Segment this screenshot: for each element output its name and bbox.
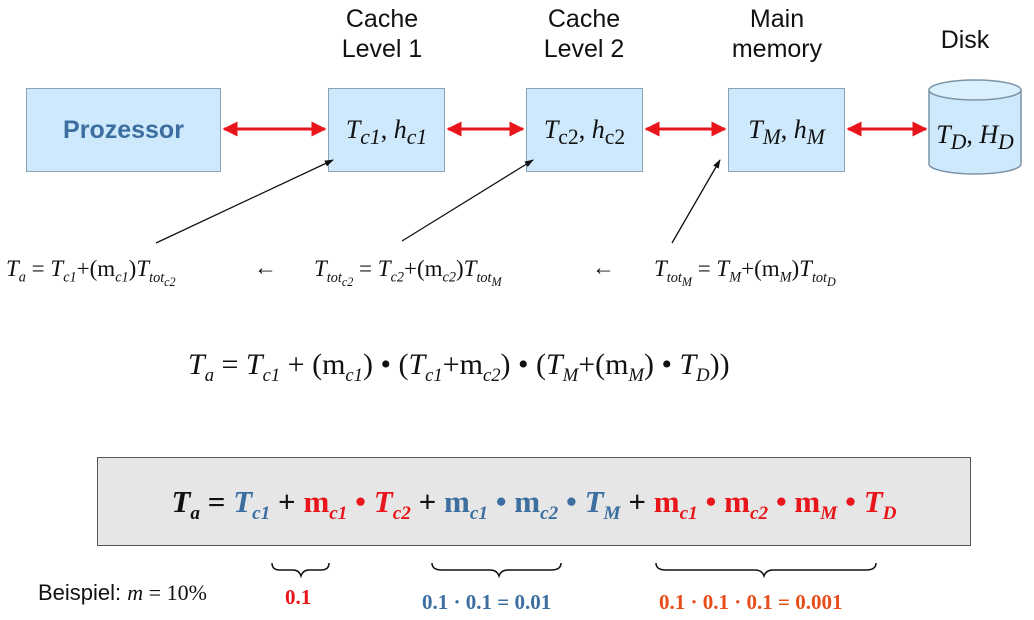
brace-term-3: [431, 562, 562, 579]
equation-ttot-c2: Ttotc2 = Tc2+(mc2)TtotM: [314, 256, 502, 289]
brace-term-4: [655, 562, 877, 579]
brace-term-1: [271, 562, 330, 579]
header-disk: Disk: [940, 26, 990, 54]
main-formula: Ta = Tc1 + (mc1) • (Tc1+mc2) • (TM+(mM) …: [188, 348, 730, 386]
main-memory-label: TM, hM: [748, 115, 825, 150]
example-value-3: 0.1 · 0.1 · 0.1 = 0.001: [659, 590, 843, 614]
boxed-formula-text: Ta = Tc1 + mc1 • Tc2 + mc1 • mc2 • TM + …: [171, 483, 897, 524]
disk-cylinder: [928, 79, 1022, 175]
example-value-2: 0.1 · 0.1 = 0.01: [422, 590, 552, 614]
example-label: Beispiel: m = 10%: [38, 580, 207, 605]
boxed-formula: Ta = Tc1 + mc1 • Tc2 + mc1 • mc2 • TM + …: [97, 457, 971, 546]
processor-box: Prozessor: [26, 88, 221, 172]
arrow-left-2: ←: [592, 255, 615, 280]
pointer-to-cache2: [401, 159, 534, 242]
disk-label: TD, HD: [936, 120, 1014, 155]
header-cache-level-2: Cache Level 2: [543, 5, 625, 63]
equation-ttot-m: TtotM = TM+(mM)TtotD: [654, 256, 836, 289]
arrow-left-1: ←: [254, 255, 277, 280]
pointer-to-cache1: [155, 159, 334, 244]
example-value-1: 0.1: [285, 585, 312, 609]
equation-ta: Ta = Tc1+(mc1)Ttotc2: [6, 256, 176, 289]
pointer-to-memory: [671, 159, 721, 244]
cache-level-1-box: Tc1, hc1: [328, 88, 445, 172]
cache-level-2-box: Tc2, hc2: [526, 88, 643, 172]
processor-label: Prozessor: [63, 115, 184, 144]
cache-level-1-label: Tc1, hc1: [345, 115, 428, 150]
header-main-memory: Main memory: [731, 5, 823, 63]
cache-level-2-label: Tc2, hc2: [543, 115, 626, 150]
header-cache-level-1: Cache Level 1: [341, 5, 423, 63]
main-memory-box: TM, hM: [728, 88, 845, 172]
